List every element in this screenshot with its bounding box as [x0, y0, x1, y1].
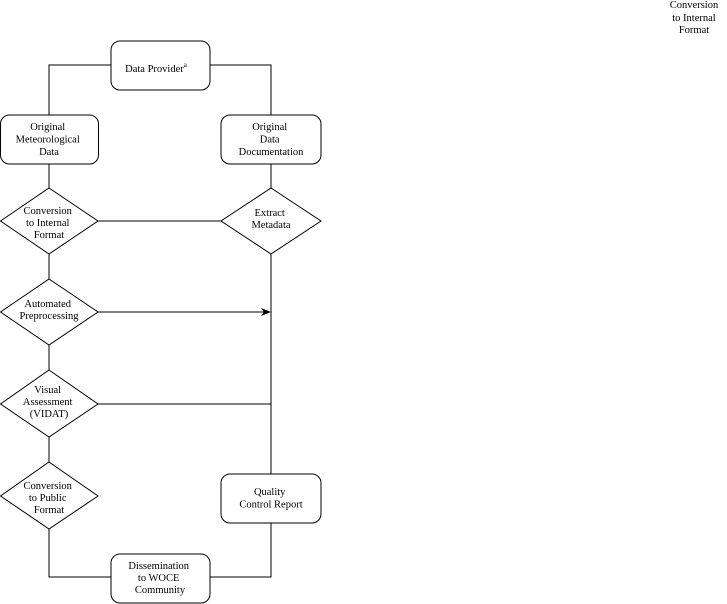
dissemination-label: Dissemination to WOCE Community: [128, 561, 191, 596]
original-met-data-box: [0, 114, 99, 165]
quality-control-report-label: Quality Control Report: [239, 487, 302, 511]
data-provider-box: [110, 40, 211, 91]
extract-metadata-diamond: [220, 187, 322, 255]
orphan-line-3: Format: [678, 25, 710, 36]
original-met-data-label: Original Meteorological Data: [16, 122, 83, 158]
visual-assessment-diamond: [0, 369, 99, 438]
conversion-internal-label: Conversion to Internal Format: [23, 206, 74, 241]
connectors: [48, 64, 272, 578]
orphan-conversion-label: Conversion to Internal Format: [659, 0, 727, 38]
original-data-doc-label: Original Data Documentation: [239, 122, 304, 158]
orphan-line-1: Conversion: [669, 0, 719, 11]
original-data-doc-box: [220, 114, 322, 165]
edge-public-to-dissemination: [48, 529, 111, 578]
dissemination-box: [110, 553, 211, 604]
automated-preprocessing-label: Automated Preprocessing: [20, 299, 80, 322]
conversion-public-diamond: [0, 461, 99, 530]
edge-report-to-dissemination: [210, 523, 272, 578]
extract-metadata-label: Extract Metadata: [251, 208, 290, 231]
orphan-line-2: to Internal: [672, 12, 716, 24]
edge-provider-to-documentation: [210, 64, 272, 115]
conversion-internal-diamond: [0, 187, 99, 255]
conversion-public-label: Conversion to Public Format: [23, 481, 74, 516]
data-provider-label: Data Providera: [125, 61, 188, 75]
edge-provider-to-met-data: [48, 64, 111, 115]
quality-control-report-box: [220, 473, 322, 524]
data-provider-superscript: a: [184, 61, 188, 69]
visual-assessment-label: Visual Assessment (VIDAT): [23, 385, 75, 420]
automated-preprocessing-diamond: [0, 278, 99, 346]
